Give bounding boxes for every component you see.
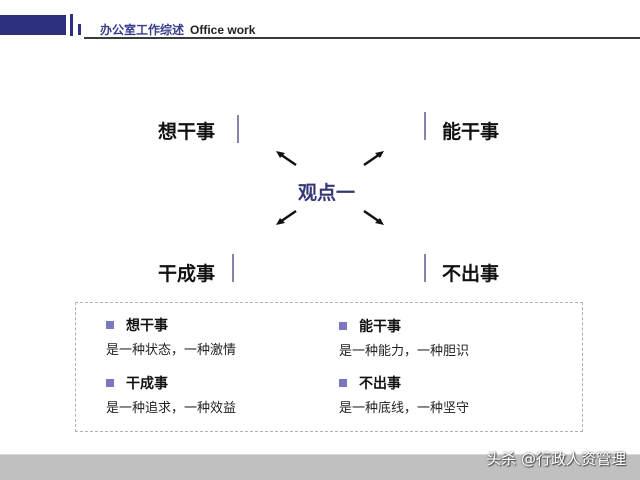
arrow-up-right-icon <box>363 151 384 167</box>
page-title-cn: 办公室工作综述 <box>100 23 185 37</box>
arrow-down-left-icon <box>276 209 297 225</box>
summary-item-title: 不出事 <box>359 376 401 392</box>
square-bullet-icon <box>106 321 114 329</box>
summary-box: 想干事 是一种状态，一种激情 能干事 是一种能力，一种胆识 干成事 是一种追求，… <box>75 302 583 432</box>
quadrant-bottom-right-bar <box>424 254 426 282</box>
quadrant-top-left-bar <box>237 115 239 143</box>
summary-item: 不出事 是一种底线，一种坚守 <box>339 373 469 416</box>
summary-item: 想干事 是一种状态，一种激情 <box>106 315 236 358</box>
page-title-en: Office work <box>190 23 256 37</box>
quadrant-top-right-bar <box>424 112 426 140</box>
header-accent-divider <box>70 14 73 36</box>
header-underline <box>84 37 640 39</box>
square-bullet-icon <box>339 322 347 330</box>
quadrant-bottom-left-bar <box>232 254 234 282</box>
summary-item: 能干事 是一种能力，一种胆识 <box>339 316 469 359</box>
summary-item: 干成事 是一种追求，一种效益 <box>106 373 236 416</box>
summary-item-desc: 是一种能力，一种胆识 <box>339 344 470 359</box>
square-bullet-icon <box>339 379 347 387</box>
watermark: 头杀 @行政人资管理 <box>486 450 626 468</box>
arrow-up-left-icon <box>276 151 297 167</box>
arrow-down-right-icon <box>363 209 384 225</box>
summary-item-desc: 是一种底线，一种坚守 <box>339 401 470 416</box>
footer-bar <box>0 454 640 480</box>
square-bullet-icon <box>106 379 114 387</box>
summary-item-title: 干成事 <box>126 376 168 392</box>
center-viewpoint: 观点一 <box>298 182 356 204</box>
quadrant-top-right: 能干事 <box>442 121 500 143</box>
summary-item-title: 想干事 <box>126 318 168 334</box>
quadrant-bottom-left: 干成事 <box>158 263 216 285</box>
header-accent-bar <box>0 15 66 35</box>
header-accent-divider-short <box>78 24 81 35</box>
summary-item-title: 能干事 <box>359 319 401 335</box>
quadrant-bottom-right: 不出事 <box>442 263 500 285</box>
page-title: 办公室工作综述 Office work <box>100 21 255 38</box>
quadrant-top-left: 想干事 <box>158 121 216 143</box>
summary-item-desc: 是一种追求，一种效益 <box>106 401 237 416</box>
summary-item-desc: 是一种状态，一种激情 <box>106 343 237 358</box>
